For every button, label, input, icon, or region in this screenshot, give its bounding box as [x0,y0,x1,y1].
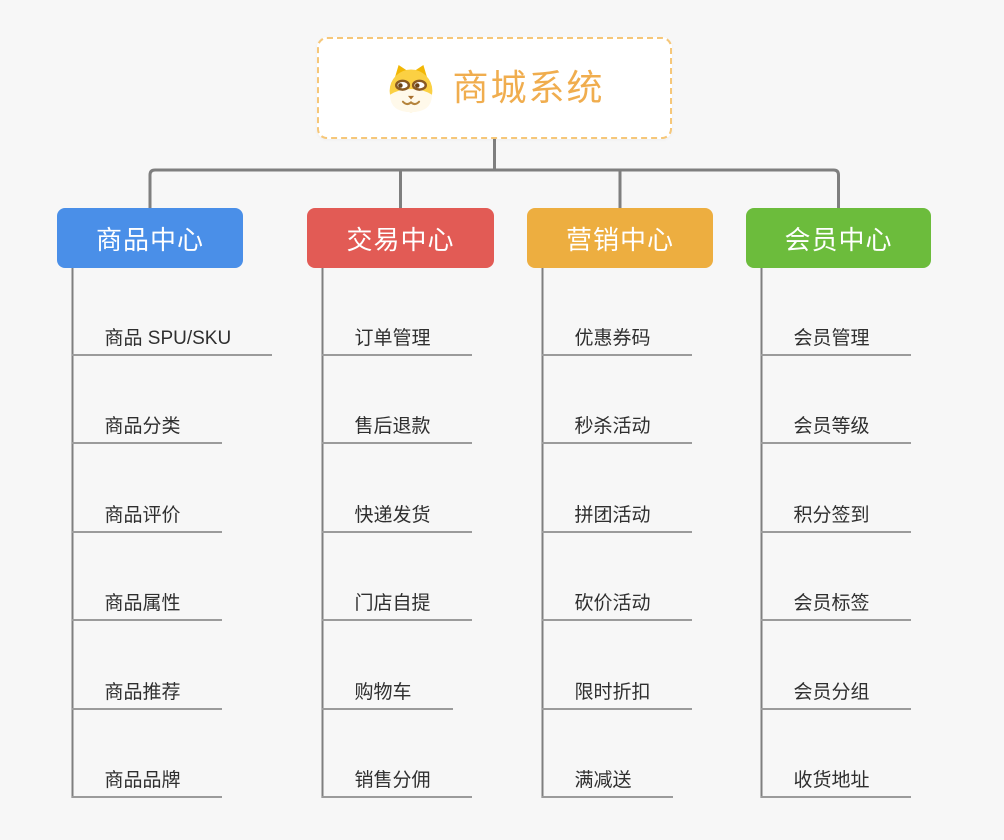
branch-label: 交易中心 [346,224,455,255]
leaf-label: 会员标签 [793,593,870,615]
leaf-label: 会员分组 [793,682,870,704]
leaf-node[interactable]: 售后退款 [321,410,472,444]
leaf-label: 门店自提 [354,593,431,615]
leaf-node[interactable]: 门店自提 [321,587,472,621]
leaf-label: 会员等级 [793,416,870,438]
leaf-label: 商品品牌 [104,770,181,792]
leaf-node[interactable]: 购物车 [321,676,453,710]
leaf-label: 商品分类 [104,416,181,438]
leaf-label: 商品 SPU/SKU [104,328,232,350]
leaf-node[interactable]: 会员管理 [760,322,911,356]
leaf-node[interactable]: 拼团活动 [541,499,692,533]
leaf-node[interactable]: 商品分类 [71,410,222,444]
leaf-label: 快递发货 [354,505,431,527]
branch-node-4[interactable]: 会员中心 [746,208,931,268]
branch-label: 会员中心 [784,224,893,255]
leaf-label: 商品属性 [104,593,181,615]
shiba-dog-icon [384,61,438,115]
leaf-node[interactable]: 商品属性 [71,587,222,621]
branch-label: 营销中心 [565,224,674,255]
leaf-label: 销售分佣 [354,770,431,792]
branch-node-3[interactable]: 营销中心 [527,208,713,268]
leaf-node[interactable]: 商品推荐 [71,676,222,710]
leaf-node[interactable]: 销售分佣 [321,764,472,798]
branch-node-1[interactable]: 商品中心 [57,208,243,268]
leaf-node[interactable]: 收货地址 [760,764,911,798]
leaf-label: 拼团活动 [574,505,651,527]
leaf-node[interactable]: 会员等级 [760,410,911,444]
leaf-node[interactable]: 快递发货 [321,499,472,533]
leaf-label: 订单管理 [354,328,431,350]
branch-label: 商品中心 [95,224,204,255]
leaf-node[interactable]: 积分签到 [760,499,911,533]
leaf-label: 满减送 [574,770,632,792]
leaf-node[interactable]: 优惠券码 [541,322,692,356]
leaf-node[interactable]: 秒杀活动 [541,410,692,444]
leaf-label: 积分签到 [793,505,870,527]
leaf-node[interactable]: 商品评价 [71,499,222,533]
leaf-label: 商品推荐 [104,682,181,704]
leaf-label: 商品评价 [104,505,181,527]
leaf-node[interactable]: 商品品牌 [71,764,222,798]
leaf-node[interactable]: 会员分组 [760,676,911,710]
leaf-label: 限时折扣 [574,682,651,704]
leaf-node[interactable]: 满减送 [541,764,673,798]
leaf-node[interactable]: 会员标签 [760,587,911,621]
root-node[interactable]: 商城系统 [317,37,672,139]
leaf-label: 砍价活动 [574,593,651,615]
root-title: 商城系统 [452,67,605,108]
leaf-node[interactable]: 限时折扣 [541,676,692,710]
leaf-label: 会员管理 [793,328,870,350]
leaf-node[interactable]: 商品 SPU/SKU [71,322,273,356]
branch-node-2[interactable]: 交易中心 [307,208,494,268]
leaf-label: 售后退款 [354,416,431,438]
leaf-label: 购物车 [354,682,412,704]
leaf-label: 秒杀活动 [574,416,651,438]
leaf-node[interactable]: 砍价活动 [541,587,692,621]
leaf-label: 优惠券码 [574,328,651,350]
leaf-label: 收货地址 [793,770,870,792]
leaf-node[interactable]: 订单管理 [321,322,472,356]
